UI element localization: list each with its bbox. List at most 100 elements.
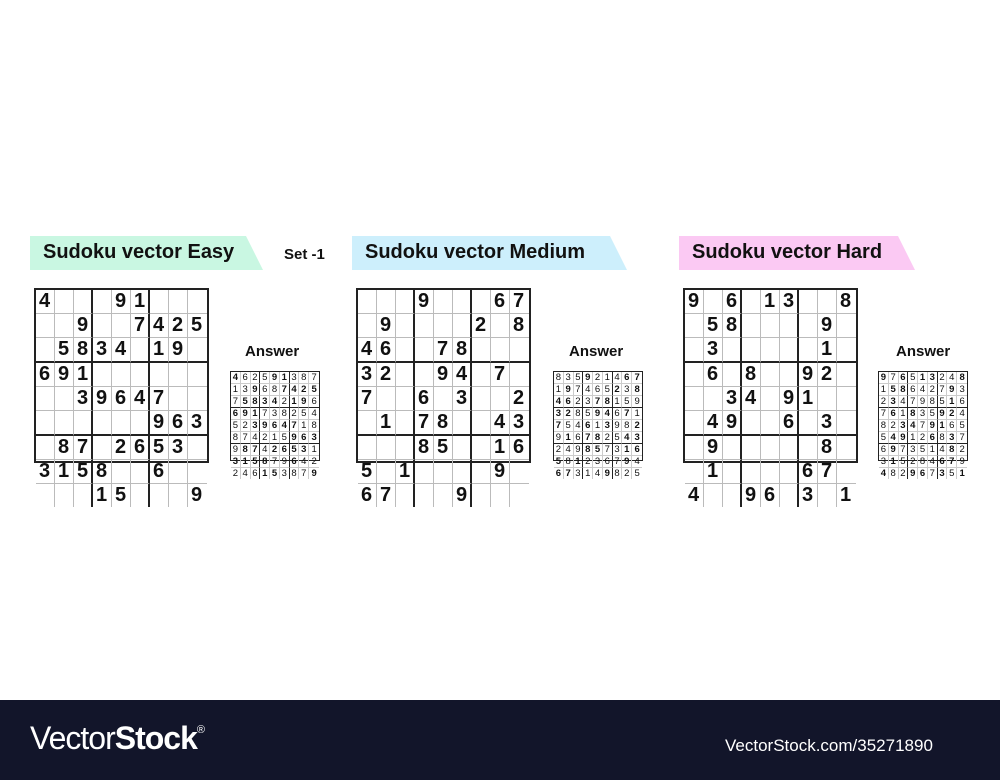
answer-cell: 9 — [260, 420, 271, 432]
answer-cell: 8 — [947, 444, 958, 456]
puzzle-cell — [36, 411, 55, 436]
puzzle-cell: 7 — [131, 314, 150, 338]
answer-cell: 3 — [908, 444, 919, 456]
puzzle-cell: 9 — [704, 436, 723, 460]
puzzle-cell: 9 — [723, 411, 742, 436]
answer-cell: 8 — [622, 420, 633, 432]
puzzle-cell — [837, 314, 856, 338]
answer-cell: 9 — [240, 408, 251, 420]
puzzle-cell — [415, 363, 434, 387]
answer-cell: 5 — [270, 468, 280, 479]
puzzle-cell — [510, 338, 529, 363]
puzzle-cell: 2 — [818, 363, 837, 387]
puzzle-cell — [723, 484, 742, 507]
answer-cell: 5 — [927, 408, 938, 420]
puzzle-cell: 4 — [131, 387, 150, 411]
puzzle-cell: 1 — [150, 338, 169, 363]
puzzle-cell: 8 — [510, 314, 529, 338]
puzzle-cell — [55, 314, 74, 338]
answer-cell: 8 — [299, 372, 310, 384]
puzzle-cell — [780, 460, 799, 484]
puzzle-cell: 7 — [491, 363, 510, 387]
answer-cell: 8 — [554, 372, 564, 384]
answer-cell: 6 — [240, 372, 251, 384]
answer-cell: 2 — [908, 456, 919, 468]
answer-cell: 4 — [289, 384, 300, 396]
puzzle-cell — [472, 436, 491, 460]
puzzle-cell: 6 — [491, 290, 510, 314]
answer-cell: 7 — [250, 444, 261, 456]
answer-cell: 1 — [612, 396, 623, 408]
puzzle-cell: 6 — [112, 387, 131, 411]
answer-cell: 1 — [602, 372, 613, 384]
puzzle-cell: 1 — [93, 484, 112, 507]
answer-cell: 5 — [250, 456, 261, 468]
answer-cell: 3 — [612, 444, 623, 456]
puzzle-title-hard: Sudoku vector Hard — [692, 241, 883, 263]
puzzle-cell — [434, 460, 453, 484]
answer-cell: 1 — [279, 372, 290, 384]
answer-cell: 5 — [634, 468, 640, 479]
answer-cell: 6 — [260, 384, 271, 396]
answer-cell: 9 — [947, 384, 958, 396]
puzzle-cell — [415, 338, 434, 363]
answer-cell: 8 — [583, 444, 594, 456]
answer-cell: 2 — [947, 408, 958, 420]
answer-cell: 4 — [947, 372, 958, 384]
puzzle-cell — [396, 338, 415, 363]
puzzle-cell — [188, 460, 207, 484]
puzzle-cell: 3 — [818, 411, 837, 436]
puzzle-cell — [169, 460, 188, 484]
puzzle-cell: 6 — [131, 436, 150, 460]
answer-cell: 3 — [927, 372, 938, 384]
puzzle-cell — [780, 314, 799, 338]
answer-cell: 6 — [937, 456, 948, 468]
puzzle-cell — [188, 290, 207, 314]
answer-cell: 4 — [612, 372, 623, 384]
puzzle-cell — [74, 411, 93, 436]
puzzle-cell — [112, 314, 131, 338]
answer-cell: 2 — [622, 468, 633, 479]
puzzle-cell: 7 — [74, 436, 93, 460]
puzzle-cell — [685, 460, 704, 484]
answer-cell: 5 — [299, 408, 310, 420]
puzzle-cell — [415, 314, 434, 338]
puzzle-cell — [685, 436, 704, 460]
puzzle-cell: 1 — [377, 411, 396, 436]
puzzle-cell: 6 — [723, 290, 742, 314]
puzzle-cell: 3 — [723, 387, 742, 411]
puzzle-cell: 4 — [150, 314, 169, 338]
puzzle-cell: 9 — [818, 314, 837, 338]
answer-cell: 4 — [879, 468, 889, 479]
puzzle-cell — [434, 387, 453, 411]
answer-cell: 9 — [554, 432, 564, 444]
answer-cell: 3 — [240, 384, 251, 396]
answer-cell: 9 — [289, 432, 300, 444]
puzzle-cell — [36, 338, 55, 363]
puzzle-cell: 9 — [742, 484, 761, 507]
puzzle-cell — [818, 290, 837, 314]
puzzle-cell — [453, 411, 472, 436]
answer-cell: 5 — [908, 372, 919, 384]
answer-cell: 7 — [593, 396, 603, 408]
puzzle-cell — [472, 460, 491, 484]
answer-cell: 6 — [279, 444, 290, 456]
puzzle-cell — [453, 290, 472, 314]
puzzle-cell — [685, 411, 704, 436]
answer-cell: 2 — [937, 372, 948, 384]
puzzle-cell — [472, 290, 491, 314]
puzzle-cell — [396, 314, 415, 338]
logo-text-bold: Stock — [114, 720, 198, 756]
puzzle-cell: 2 — [472, 314, 491, 338]
answer-cell: 7 — [289, 420, 300, 432]
answer-cell: 1 — [918, 372, 928, 384]
puzzle-cell — [685, 338, 704, 363]
puzzle-cell: 5 — [55, 338, 74, 363]
answer-cell: 4 — [937, 444, 948, 456]
answer-cell: 6 — [309, 396, 319, 408]
answer-cell: 8 — [563, 456, 574, 468]
answer-label-easy: Answer — [245, 343, 300, 360]
puzzle-cell — [472, 411, 491, 436]
puzzle-cell — [761, 338, 780, 363]
